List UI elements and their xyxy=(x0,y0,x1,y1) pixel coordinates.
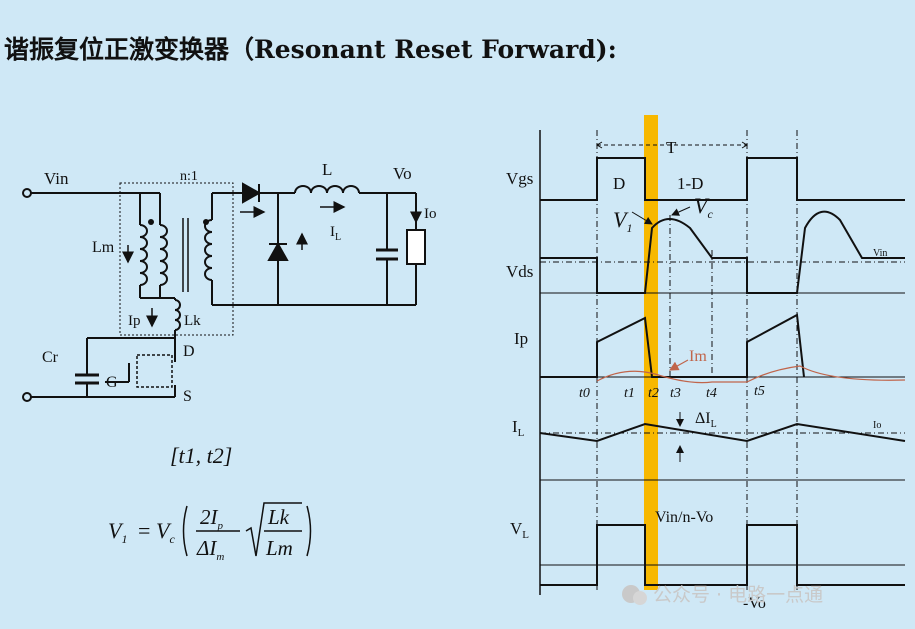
numerator: 2Ip xyxy=(200,505,224,532)
il-label: IL xyxy=(330,224,341,243)
il-wave-label: IL xyxy=(512,417,525,439)
t4-label: t4 xyxy=(706,386,717,401)
inductor-label: L xyxy=(322,160,332,179)
interval-label: [t1, t2] xyxy=(170,443,232,468)
transformer-box xyxy=(119,182,234,336)
denominator: ΔIm xyxy=(196,536,224,563)
vl-wave-label: VL xyxy=(510,519,529,541)
lm-coil xyxy=(139,224,148,286)
ip-wave xyxy=(540,313,805,378)
vo-label: Vo xyxy=(393,164,412,183)
primary-coil xyxy=(159,224,168,286)
im-curve xyxy=(596,365,906,384)
t1-label: t1 xyxy=(624,386,635,401)
ratio-label: n:1 xyxy=(180,169,198,184)
mosfet-switch xyxy=(136,354,173,388)
lm-label: Lm xyxy=(92,239,115,256)
im-label: Im xyxy=(689,348,707,365)
root-denominator: Lm xyxy=(265,536,293,560)
lk-label: Lk xyxy=(184,313,201,329)
vin-n-vo-label: Vin/n-Vo xyxy=(655,509,713,526)
formula: [t1, t2] V1 = Vc 2Ip ΔIm Lk Lm xyxy=(108,443,312,563)
equals-sign: = xyxy=(138,518,150,543)
watermark: 公众号 · 电路一点通 xyxy=(622,584,823,606)
duty-label: D xyxy=(613,174,625,193)
vc-wave-label: Vc xyxy=(694,193,713,221)
root-numerator: Lk xyxy=(267,505,290,529)
vds-label: Vds xyxy=(506,262,533,281)
watermark-text: 公众号 · 电路一点通 xyxy=(653,584,823,606)
cr-label: Cr xyxy=(42,349,59,366)
ip-label: Ip xyxy=(128,313,141,329)
io-small-label: Io xyxy=(873,420,881,431)
output-inductor xyxy=(294,185,360,194)
g-label: G xyxy=(106,374,118,391)
freewheel-diode xyxy=(267,241,289,261)
t5-label: t5 xyxy=(754,384,765,399)
t3-label: t3 xyxy=(670,386,681,401)
v1-symbol: V1 xyxy=(108,518,127,546)
load-resistor xyxy=(406,229,426,265)
vin-label: Vin xyxy=(44,169,69,188)
vgs-wave xyxy=(540,157,905,201)
vl-wave xyxy=(540,524,905,586)
off-duty-label: 1-D xyxy=(677,174,703,193)
waveform-panel xyxy=(539,115,906,595)
vgs-label: Vgs xyxy=(506,169,533,188)
sqrt-sign xyxy=(245,502,302,557)
neg-vo-label: -Vo xyxy=(743,595,766,612)
vin-return-terminal xyxy=(22,392,32,402)
vc-symbol: Vc xyxy=(156,518,175,546)
il-wave xyxy=(539,422,906,443)
right-paren xyxy=(306,505,312,557)
secondary-coil xyxy=(204,219,213,281)
page-title: 谐振复位正激变换器（Resonant Reset Forward): xyxy=(4,35,617,64)
t0-label: t0 xyxy=(579,386,590,401)
forward-diode xyxy=(242,182,262,204)
lk-coil xyxy=(174,299,181,331)
ip-wave-label: Ip xyxy=(514,329,528,348)
highlight-band xyxy=(644,115,658,590)
vin-terminal xyxy=(22,188,32,198)
t2-label: t2 xyxy=(648,386,659,401)
vin-small-label: Vin xyxy=(873,248,887,259)
vds-wave xyxy=(540,210,905,294)
s-label: S xyxy=(183,388,192,405)
io-label: Io xyxy=(424,206,437,222)
delta-il-label: ΔIL xyxy=(695,410,717,430)
d-label: D xyxy=(183,343,195,360)
period-label: T xyxy=(666,138,677,157)
circuit-schematic xyxy=(22,182,426,402)
left-paren xyxy=(182,505,188,557)
v1-wave-label: V1 xyxy=(613,207,632,235)
